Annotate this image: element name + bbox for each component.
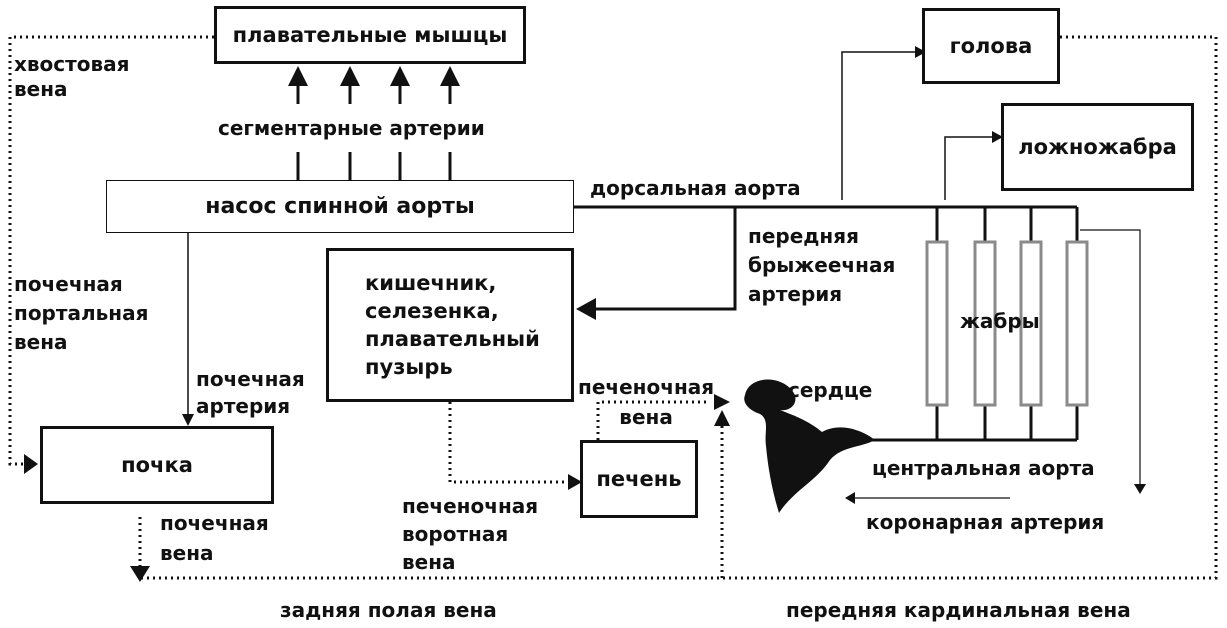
arrow-down-icon (130, 566, 150, 582)
arrow-right-icon (714, 394, 730, 410)
gills-label: жабры (960, 309, 1040, 333)
swim-muscles-box: плавательные мышцы (214, 6, 526, 64)
anterior-mesenteric-artery-label: передняя брыжеечная артерия (748, 224, 896, 306)
head-label: голова (949, 34, 1033, 58)
hepatic-portal-vein-label: печеночная воротная вена (402, 494, 539, 574)
liver-label: печень (596, 467, 682, 491)
hepatic-vein-label: печеночная вена (578, 375, 715, 429)
hepatic-vein-line (596, 400, 710, 440)
head-artery-line (841, 51, 915, 200)
segmental-arteries-label: сегментарные артерии (218, 116, 485, 140)
pseudobranch-artery-line (944, 136, 992, 200)
central-aorta-label: центральная аорта (872, 456, 1095, 480)
arrow-right-icon (568, 474, 582, 490)
cardinal-vein-line (138, 35, 1218, 580)
kidney-box: почка (40, 426, 274, 504)
arrow-right-icon (915, 46, 926, 58)
pseudobranch-label: ложножабра (1018, 135, 1177, 159)
tail-vein-label: хвостовая вена (14, 52, 130, 101)
arrow-up-icon (340, 66, 360, 86)
renal-portal-vein-label: почечная портальная вена (14, 272, 149, 354)
arrow-right-icon (24, 454, 38, 474)
gills-structure (870, 207, 1089, 442)
arrow-down-icon (1134, 484, 1146, 494)
arrow-right-icon (992, 131, 1003, 143)
arrow-up-icon (440, 66, 460, 86)
segmental-arteries (288, 66, 460, 180)
heart-label: сердце (788, 378, 873, 402)
coronary-artery-label: коронарная артерия (866, 510, 1105, 534)
dorsal-aorta-pump-label: насос спинной аорты (205, 194, 475, 219)
tail-vein-line (8, 35, 214, 466)
dorsal-aorta-pump-box: насос спинной аорты (106, 180, 574, 233)
arrow-up-icon (390, 66, 410, 86)
arrow-left-icon (576, 298, 596, 320)
heart-icon (744, 379, 875, 513)
liver-box: печень (580, 440, 698, 518)
pseudobranch-box: ложножабра (1001, 103, 1194, 191)
intestine-box: кишечник, селезенка, плавательный пузырь (326, 248, 574, 402)
posterior-vena-cava-label: задняя полая вена (280, 598, 497, 622)
intestine-label: кишечник, селезенка, плавательный пузырь (365, 271, 540, 379)
hepatic-portal-vein-line (448, 402, 570, 484)
kidney-label: почка (121, 453, 193, 477)
arrow-down-icon (182, 414, 194, 426)
head-box: голова (922, 8, 1060, 84)
arrow-left-icon (845, 492, 855, 504)
arrow-up-icon (714, 410, 730, 426)
renal-artery-label: почечная артерия (196, 367, 305, 418)
dorsal-aorta-label: дорсальная аорта (590, 176, 801, 200)
anterior-cardinal-vein-label: передняя кардинальная вена (786, 598, 1131, 622)
swim-muscles-label: плавательные мышцы (232, 23, 508, 47)
coronary-artery-line (1080, 229, 1141, 490)
mesenteric-artery-line (590, 207, 737, 311)
renal-vein-label: почечная вена (160, 511, 269, 565)
arrow-up-icon (288, 66, 308, 86)
